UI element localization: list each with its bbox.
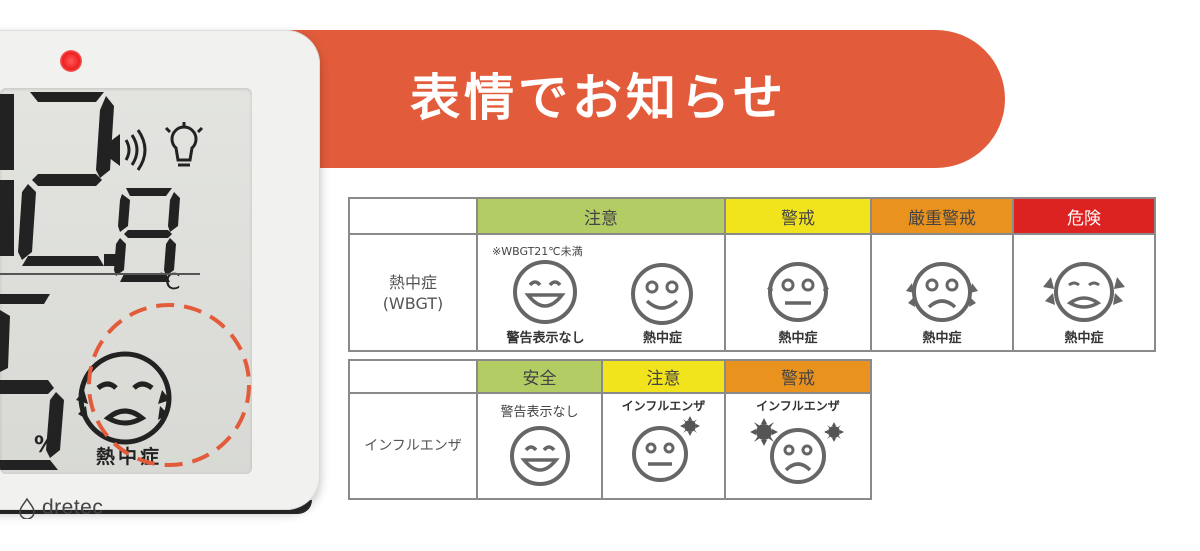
flu-caption-influenza-1: インフルエンザ — [621, 398, 706, 413]
smile-face-icon — [631, 263, 694, 325]
caption-no-warning: 警告表示なし — [506, 331, 585, 346]
lcd-screen: ℃ % 熱中症 — [0, 88, 252, 474]
wbgt-table: 注意 警戒 厳重警戒 危険 熱中症 (WBGT) ※WBGT21℃未満 — [348, 197, 1156, 352]
flu-cell-caution: インフルエンザ — [601, 392, 726, 500]
big-smile-face-icon — [513, 260, 578, 324]
wbgt-cell-caution: ※WBGT21℃未満 警告表示なし — [476, 233, 726, 352]
title-banner — [270, 30, 1005, 168]
brand-logo: dretec — [18, 496, 103, 520]
wbgt-row-label: 熱中症 (WBGT) — [348, 233, 478, 352]
led-indicator — [60, 50, 82, 72]
wbgt-header-severe: 厳重警戒 — [870, 197, 1014, 235]
distressed-face-icon — [1043, 262, 1125, 322]
wbgt-cell-warning: 熱中症 — [724, 233, 872, 352]
lcd-digits — [0, 92, 204, 470]
caption-heatstroke-3: 熱中症 — [922, 331, 962, 346]
lcd-divider — [0, 273, 200, 275]
wbgt-note: ※WBGT21℃未満 — [492, 245, 583, 258]
wbgt-cell-severe: 熱中症 — [870, 233, 1014, 352]
lightbulb-icon — [164, 122, 204, 167]
flu-caption-no-warning: 警告表示なし — [500, 404, 579, 420]
flu-header-blank — [348, 359, 478, 394]
highlight-ring — [87, 303, 251, 467]
wbgt-header-warning: 警戒 — [724, 197, 872, 235]
virus-icon-left — [750, 417, 778, 446]
drop-logo-icon — [19, 497, 35, 519]
flu-row-label: インフルエンザ — [348, 392, 478, 500]
flu-header-safe: 安全 — [476, 359, 603, 394]
flu-big-smile-face-icon — [509, 425, 570, 486]
worried-sweat-face-icon — [906, 262, 978, 322]
wbgt-row-label-line1: 熱中症 — [388, 272, 437, 292]
caption-heatstroke-4: 熱中症 — [1064, 331, 1104, 346]
wbgt-header-caution: 注意 — [476, 197, 726, 235]
neutral-sweat-face-icon — [767, 262, 829, 322]
wbgt-cell-danger: 熱中症 — [1012, 233, 1156, 352]
wbgt-header-danger: 危険 — [1012, 197, 1156, 235]
wbgt-row-label-line2: (WBGT) — [382, 293, 444, 313]
virus-icon-right — [824, 421, 844, 442]
flu-neutral-face-icon — [631, 415, 700, 482]
flu-header-warning: 警戒 — [724, 359, 872, 394]
flu-cell-safe: 警告表示なし — [476, 392, 603, 500]
flu-header-caution: 注意 — [601, 359, 726, 394]
caption-heatstroke-2: 熱中症 — [778, 331, 818, 346]
flu-cell-warning: インフルエンザ — [724, 392, 872, 500]
flu-sad-face-icon — [750, 417, 844, 484]
brand-name: dretec — [42, 496, 104, 519]
humidity-unit: % — [34, 433, 57, 458]
banner-title: 表情でお知らせ — [410, 69, 787, 127]
flu-table: 安全 注意 警戒 インフルエンザ 警告表示なし インフルエンザ — [348, 359, 872, 500]
thermometer-device: ℃ % 熱中症 dretec — [0, 30, 320, 519]
speaker-icon — [100, 129, 147, 171]
wbgt-header-blank — [348, 197, 478, 235]
flu-caption-influenza-2: インフルエンザ — [756, 398, 840, 413]
lcd-sweat-icon — [76, 390, 170, 420]
caption-heatstroke-1: 熱中症 — [642, 331, 682, 346]
virus-icon — [679, 415, 700, 436]
